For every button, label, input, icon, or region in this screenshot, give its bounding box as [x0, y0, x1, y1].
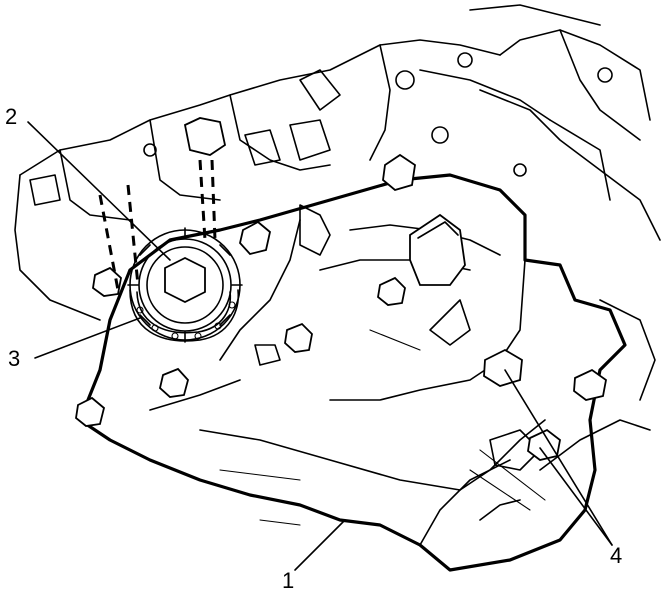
drive-chain [129, 289, 240, 342]
engine-block-outline [14, 4, 661, 471]
leader-lines [27, 121, 613, 571]
pan-bolts [75, 153, 607, 461]
callout-label-1: 1 [282, 568, 295, 593]
callout-label-4: 4 [610, 543, 623, 568]
leader-line-3 [34, 317, 141, 359]
chain-guide-dashes [98, 117, 227, 291]
callout-label-2: 2 [5, 104, 18, 129]
leader-line-4a [504, 369, 613, 546]
leader-line-4b [539, 447, 613, 546]
leader-line-1 [294, 519, 346, 571]
oil-pan [78, 173, 627, 572]
callout-label-3: 3 [8, 346, 21, 371]
leader-line-2 [27, 121, 171, 261]
oil-pump-sprocket [127, 227, 243, 343]
